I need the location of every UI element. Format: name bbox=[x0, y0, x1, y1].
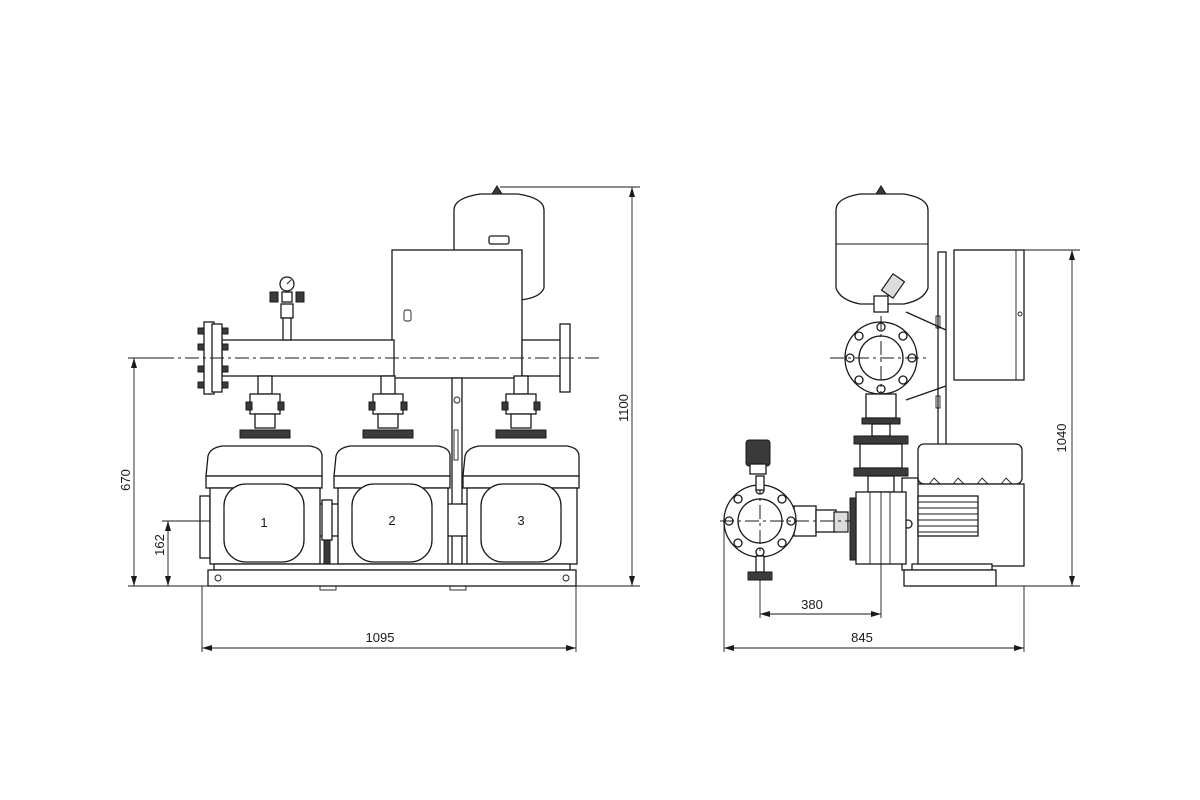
dimension-front-width: 1095 bbox=[201, 586, 577, 652]
dim-label-380: 380 bbox=[801, 597, 823, 612]
pump-number-2: 2 bbox=[388, 513, 395, 528]
dimension-total-height: 1100 bbox=[500, 186, 640, 587]
side-control-box bbox=[905, 249, 1025, 453]
dim-label-162: 162 bbox=[152, 534, 167, 556]
pump-number-3: 3 bbox=[517, 513, 524, 528]
side-manifold-flange bbox=[830, 316, 930, 400]
side-inlet-assembly bbox=[720, 439, 850, 581]
dim-label-1095: 1095 bbox=[366, 630, 395, 645]
base-frame bbox=[207, 563, 577, 591]
non-return-valves bbox=[239, 375, 547, 439]
dimension-side-height: 1040 bbox=[996, 249, 1080, 587]
dim-label-670: 670 bbox=[118, 469, 133, 491]
side-pump-chamber bbox=[849, 491, 907, 565]
pressure-gauge bbox=[269, 276, 305, 341]
dimension-inlet-height: 162 bbox=[152, 520, 210, 586]
side-base bbox=[903, 563, 997, 587]
pump-bodies bbox=[209, 483, 578, 565]
dimension-side-width: 845 bbox=[723, 521, 1025, 652]
dimension-side-offset: 380 bbox=[759, 492, 882, 618]
dim-label-845: 845 bbox=[851, 630, 873, 645]
side-motor bbox=[901, 443, 1025, 571]
dim-label-1040: 1040 bbox=[1054, 424, 1069, 453]
control-box bbox=[391, 249, 523, 379]
pump-number-1: 1 bbox=[260, 515, 267, 530]
dimension-axis-height: 670 bbox=[118, 357, 210, 587]
side-view: 845 380 1040 bbox=[720, 185, 1080, 652]
dim-label-1100: 1100 bbox=[616, 394, 631, 422]
front-view: 1 2 3 1095 670 bbox=[118, 185, 640, 652]
side-tank bbox=[835, 185, 929, 313]
pump-motor-heads bbox=[205, 445, 580, 489]
side-riser bbox=[853, 393, 909, 493]
